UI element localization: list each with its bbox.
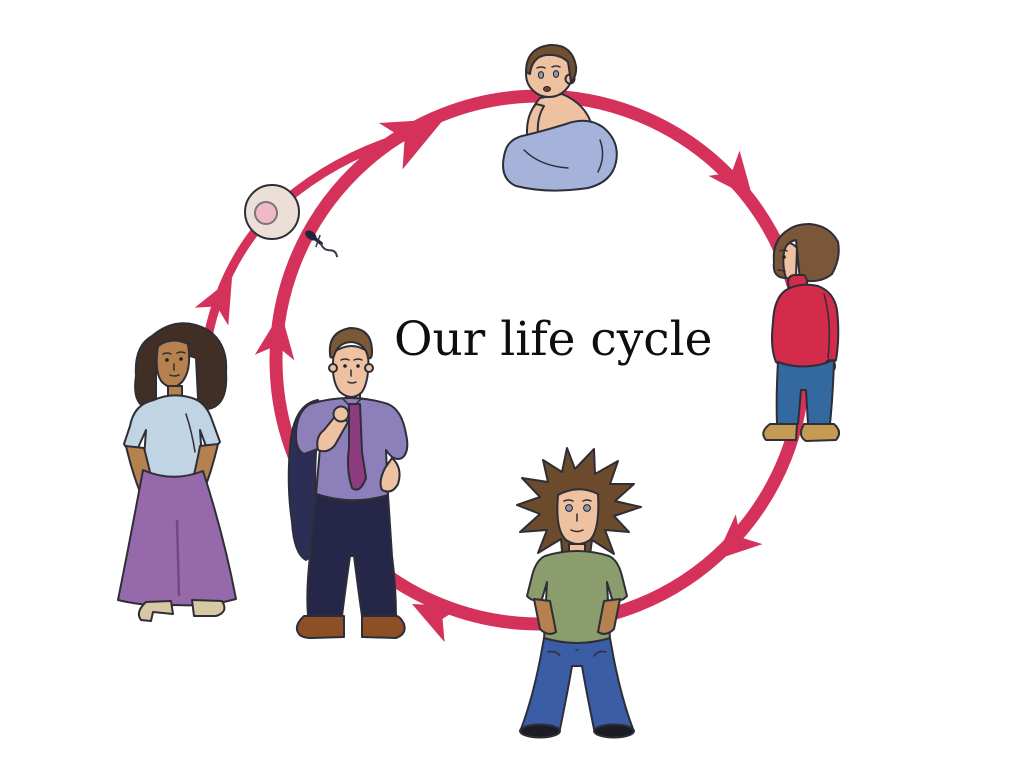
- baby-figure: [502, 43, 618, 192]
- tie: [347, 403, 367, 491]
- adult-woman-figure: [117, 322, 237, 622]
- teenager-figure: [516, 447, 642, 739]
- child-figure: [762, 223, 840, 442]
- page-title: Our life cycle: [394, 312, 713, 367]
- baby-blanket: [502, 119, 618, 192]
- sperm-cell: [305, 230, 339, 258]
- arrowhead-to-baby: [378, 95, 456, 170]
- egg-cell: [244, 184, 300, 240]
- adult-man-figure: [287, 327, 409, 639]
- arrowhead-egg-branch: [194, 269, 249, 326]
- cycle-arrows: [194, 89, 811, 643]
